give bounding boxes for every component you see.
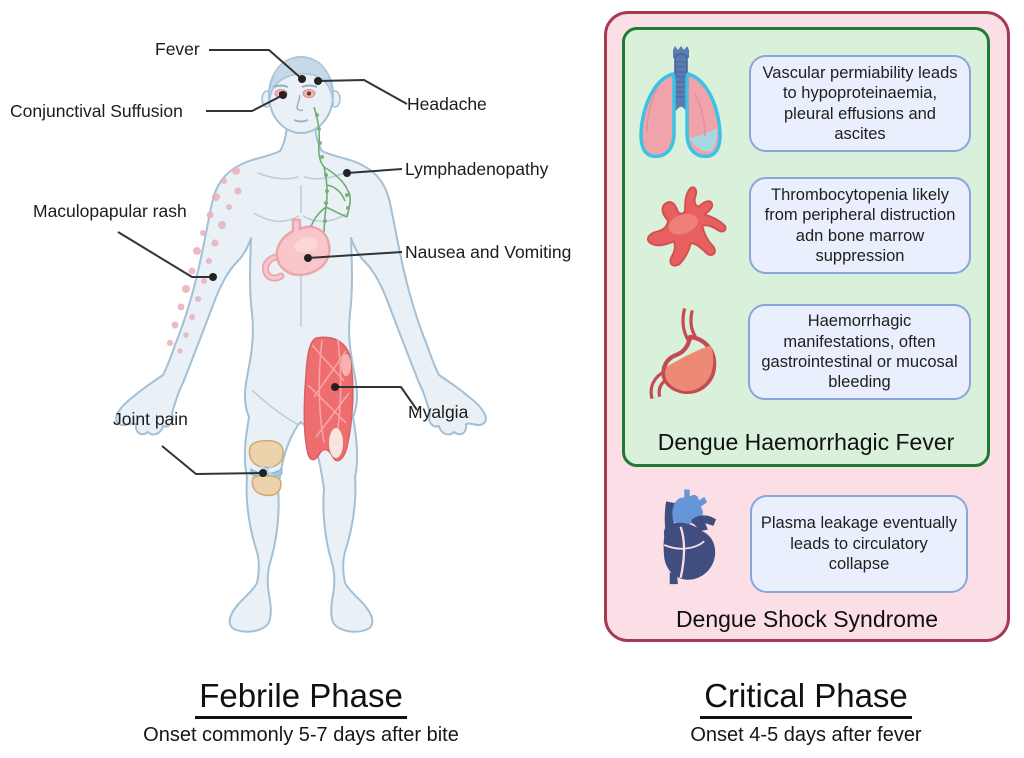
label-lymphadenopathy: Lymphadenopathy	[405, 159, 549, 179]
lymphadenopathy-line	[346, 168, 403, 174]
pupil-right	[307, 91, 311, 96]
dengue-haemorrhagic-fever-box: Vascular permiability leads to hypoprote…	[622, 27, 990, 467]
stomach-icon	[639, 306, 731, 402]
vascular-permeability-text: Vascular permiability leads to hypoprote…	[762, 63, 958, 143]
critical-phase-subtitle: Onset 4-5 days after fever	[690, 724, 922, 747]
myalgia-line	[335, 386, 418, 411]
joint-pain-line	[161, 445, 264, 475]
dss-caption: Dengue Shock Syndrome	[675, 606, 939, 632]
febrile-phase-title: Febrile Phase	[195, 677, 407, 720]
conjunctival-line	[206, 94, 284, 112]
stomach-organ	[262, 218, 331, 282]
mouth	[293, 119, 309, 123]
haemorrhagic-text: Haemorrhagic manifestations, often gastr…	[761, 312, 958, 392]
label-headache: Headache	[407, 94, 487, 114]
fever-line	[209, 49, 303, 80]
critical-phase-block: Critical Phase Onset 4-5 days after feve…	[606, 677, 1006, 747]
pointer-dots	[209, 75, 351, 477]
haemorrhagic-box: Haemorrhagic manifestations, often gastr…	[748, 304, 971, 400]
thrombocytopenia-box: Thrombocytopenia likely from peripheral …	[749, 177, 971, 274]
knee-joint	[248, 439, 284, 497]
platelet-icon	[643, 186, 729, 268]
vascular-permeability-box: Vascular permiability leads to hypoprote…	[749, 55, 971, 152]
eyebrow-right	[301, 84, 318, 88]
headache-line	[317, 79, 408, 105]
lungs-icon	[633, 44, 728, 162]
nausea-line	[307, 251, 403, 259]
plasma-leakage-box: Plasma leakage eventually leads to circu…	[750, 495, 968, 593]
label-myalgia: Myalgia	[408, 402, 469, 422]
nose	[296, 94, 304, 112]
critical-phase-title: Critical Phase	[700, 677, 912, 720]
febrile-phase-block: Febrile Phase Onset commonly 5-7 days af…	[96, 677, 506, 747]
febrile-phase-subtitle: Onset commonly 5-7 days after bite	[143, 724, 459, 747]
label-joint-pain: Joint pain	[113, 409, 188, 429]
maculopapular-rash-spots	[166, 167, 242, 354]
label-fever: Fever	[155, 39, 200, 59]
hair	[268, 56, 334, 108]
lymphatic-network	[309, 106, 352, 254]
thigh-muscle	[303, 336, 354, 462]
plasma-leakage-text: Plasma leakage eventually leads to circu…	[760, 514, 958, 574]
critical-phase-panel: Vascular permiability leads to hypoprote…	[604, 11, 1010, 642]
label-conjunctival-suffusion: Conjunctival Suffusion	[10, 101, 183, 121]
rash-line	[117, 231, 213, 278]
thrombocytopenia-text: Thrombocytopenia likely from peripheral …	[764, 185, 956, 265]
label-maculopapular-rash: Maculopapular rash	[33, 201, 187, 221]
heart-icon	[654, 485, 720, 585]
label-nausea-vomiting: Nausea and Vomiting	[405, 242, 572, 262]
eyebrow-left	[272, 84, 289, 88]
dhf-caption: Dengue Haemorrhagic Fever	[657, 429, 955, 455]
